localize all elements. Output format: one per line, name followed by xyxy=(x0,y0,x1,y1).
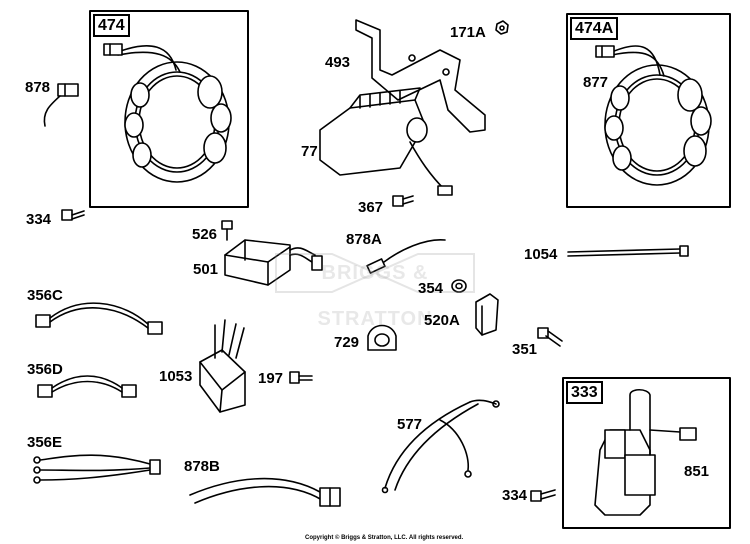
grommet-354-illustration xyxy=(451,279,467,293)
armature-333-illustration xyxy=(594,388,697,516)
part-label-493[interactable]: 493 xyxy=(325,54,351,71)
part-label-351[interactable]: 351 xyxy=(512,341,538,358)
part-label-520a[interactable]: 520A xyxy=(424,312,460,329)
nut-171a-illustration xyxy=(495,20,509,35)
part-label-356c[interactable]: 356C xyxy=(27,287,63,304)
part-label-878b[interactable]: 878B xyxy=(184,458,220,475)
part-label-77[interactable]: 77 xyxy=(301,143,318,160)
part-label-356e[interactable]: 356E xyxy=(27,434,63,451)
coil-77-illustration xyxy=(319,87,453,196)
copyright-text: Copyright © Briggs & Stratton, LLC. All … xyxy=(305,535,464,541)
terminal-520a-illustration xyxy=(475,293,499,336)
part-label-878a[interactable]: 878A xyxy=(346,231,382,248)
box-333-label: 333 xyxy=(566,381,603,404)
harness-577-illustration xyxy=(381,399,500,494)
box-333-frame xyxy=(562,377,731,529)
part-label-334-upper[interactable]: 334 xyxy=(26,211,52,228)
part-label-526[interactable]: 526 xyxy=(192,226,218,243)
part-label-501[interactable]: 501 xyxy=(193,261,219,278)
screw-526-illustration xyxy=(221,220,233,241)
screw-197-illustration xyxy=(289,371,313,384)
tie-strap-1054-illustration xyxy=(567,245,689,257)
clamp-729-illustration xyxy=(367,324,397,351)
box-474a-label: 474A xyxy=(570,17,619,40)
bolt-334-lower-illustration xyxy=(530,489,556,502)
part-label-577[interactable]: 577 xyxy=(397,416,423,433)
connector-878-illustration xyxy=(43,83,79,127)
part-label-729[interactable]: 729 xyxy=(334,334,360,351)
rectifier-501-illustration xyxy=(224,239,323,286)
watermark-bowtie-icon xyxy=(275,253,475,293)
rectifier-1053-illustration xyxy=(199,319,246,413)
part-label-334-lower[interactable]: 334 xyxy=(502,487,528,504)
lead-878a-illustration xyxy=(366,239,446,274)
lead-356d-illustration xyxy=(37,375,137,398)
part-label-878[interactable]: 878 xyxy=(25,79,51,96)
bracket-493-illustration xyxy=(355,19,486,133)
box-474a-frame xyxy=(566,13,731,208)
bolt-334-upper-illustration xyxy=(61,209,85,221)
box-474-frame xyxy=(89,10,249,208)
part-label-877[interactable]: 877 xyxy=(583,74,609,91)
part-label-851[interactable]: 851 xyxy=(684,463,710,480)
part-label-356d[interactable]: 356D xyxy=(27,361,63,378)
box-474-label: 474 xyxy=(93,14,130,37)
lead-356e-illustration xyxy=(33,454,161,484)
lead-356c-illustration xyxy=(35,302,163,335)
part-label-197[interactable]: 197 xyxy=(258,370,284,387)
bolt-351-illustration xyxy=(537,327,563,347)
part-label-171a[interactable]: 171A xyxy=(450,24,486,41)
part-label-354[interactable]: 354 xyxy=(418,280,444,297)
part-label-1054[interactable]: 1054 xyxy=(524,246,558,263)
lead-878b-illustration xyxy=(189,477,341,507)
armature-474-illustration xyxy=(103,43,232,183)
screw-367-illustration xyxy=(392,195,414,207)
part-label-1053[interactable]: 1053 xyxy=(159,368,193,385)
watermark-text: BRIGGS & STRATTON xyxy=(317,262,433,330)
watermark: BRIGGS & STRATTON xyxy=(272,250,478,330)
armature-474a-illustration xyxy=(595,45,712,186)
part-label-367[interactable]: 367 xyxy=(358,199,384,216)
